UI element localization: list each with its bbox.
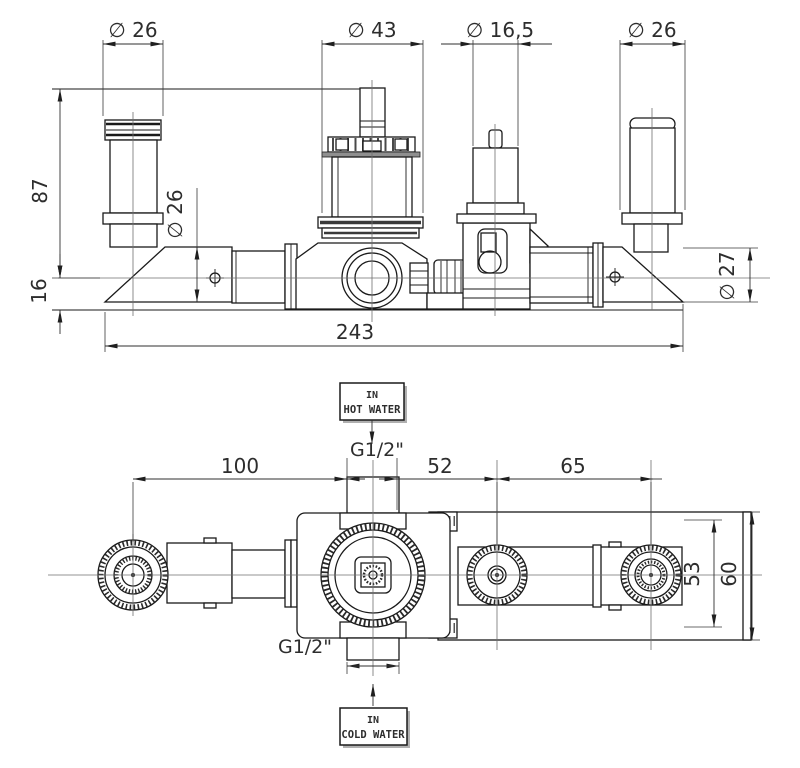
dimensions	[52, 40, 760, 674]
dim-valve-dia: ∅ 16,5	[466, 18, 534, 42]
dim-right-pipe-dia: ∅ 26	[627, 18, 676, 42]
plan-view	[97, 476, 752, 661]
front-right-elbow	[602, 246, 685, 303]
hot-water-label-in: IN	[366, 390, 378, 401]
dim-body-depth: 53	[680, 561, 704, 586]
front-view	[52, 87, 685, 311]
front-left-connector	[231, 243, 298, 310]
dim-left-pipe-dia: ∅ 26	[108, 18, 157, 42]
plan-left-arm	[166, 537, 298, 609]
dim-total-depth: 60	[717, 561, 741, 586]
hot-water-label-text: HOT WATER	[344, 404, 402, 416]
dim-offset-16: 16	[27, 278, 51, 303]
dim-total-width: 243	[336, 320, 374, 344]
front-right-check-valve	[621, 117, 683, 253]
front-left-elbow	[103, 246, 233, 303]
front-left-check-valve	[102, 119, 164, 248]
dim-thread-bottom: G1/2"	[278, 636, 332, 658]
front-diverter-valve	[456, 129, 549, 310]
dim-cartridge-dia: ∅ 43	[347, 18, 396, 42]
center-lines	[48, 80, 770, 676]
dimension-labels: ∅ 26 ∅ 43 ∅ 16,5 ∅ 26 87 16 ∅ 26 ∅ 27 24…	[27, 18, 741, 658]
dim-left-span: 100	[221, 454, 259, 478]
dim-height-87: 87	[28, 178, 52, 203]
front-cartridge-housing	[295, 242, 469, 310]
front-right-connector	[529, 242, 604, 308]
dim-thread-top: G1/2"	[350, 439, 404, 461]
hot-water-label: IN HOT WATER	[339, 382, 407, 444]
cold-water-label-in: IN	[367, 715, 379, 726]
dim-left-body-dia: ∅ 26	[163, 189, 187, 238]
cold-water-label: IN COLD WATER	[339, 684, 410, 748]
dim-right-body-dia: ∅ 27	[715, 251, 739, 300]
dim-mid-span: 52	[427, 454, 452, 478]
cold-water-label-text: COLD WATER	[341, 729, 405, 741]
dim-right-span: 65	[560, 454, 585, 478]
